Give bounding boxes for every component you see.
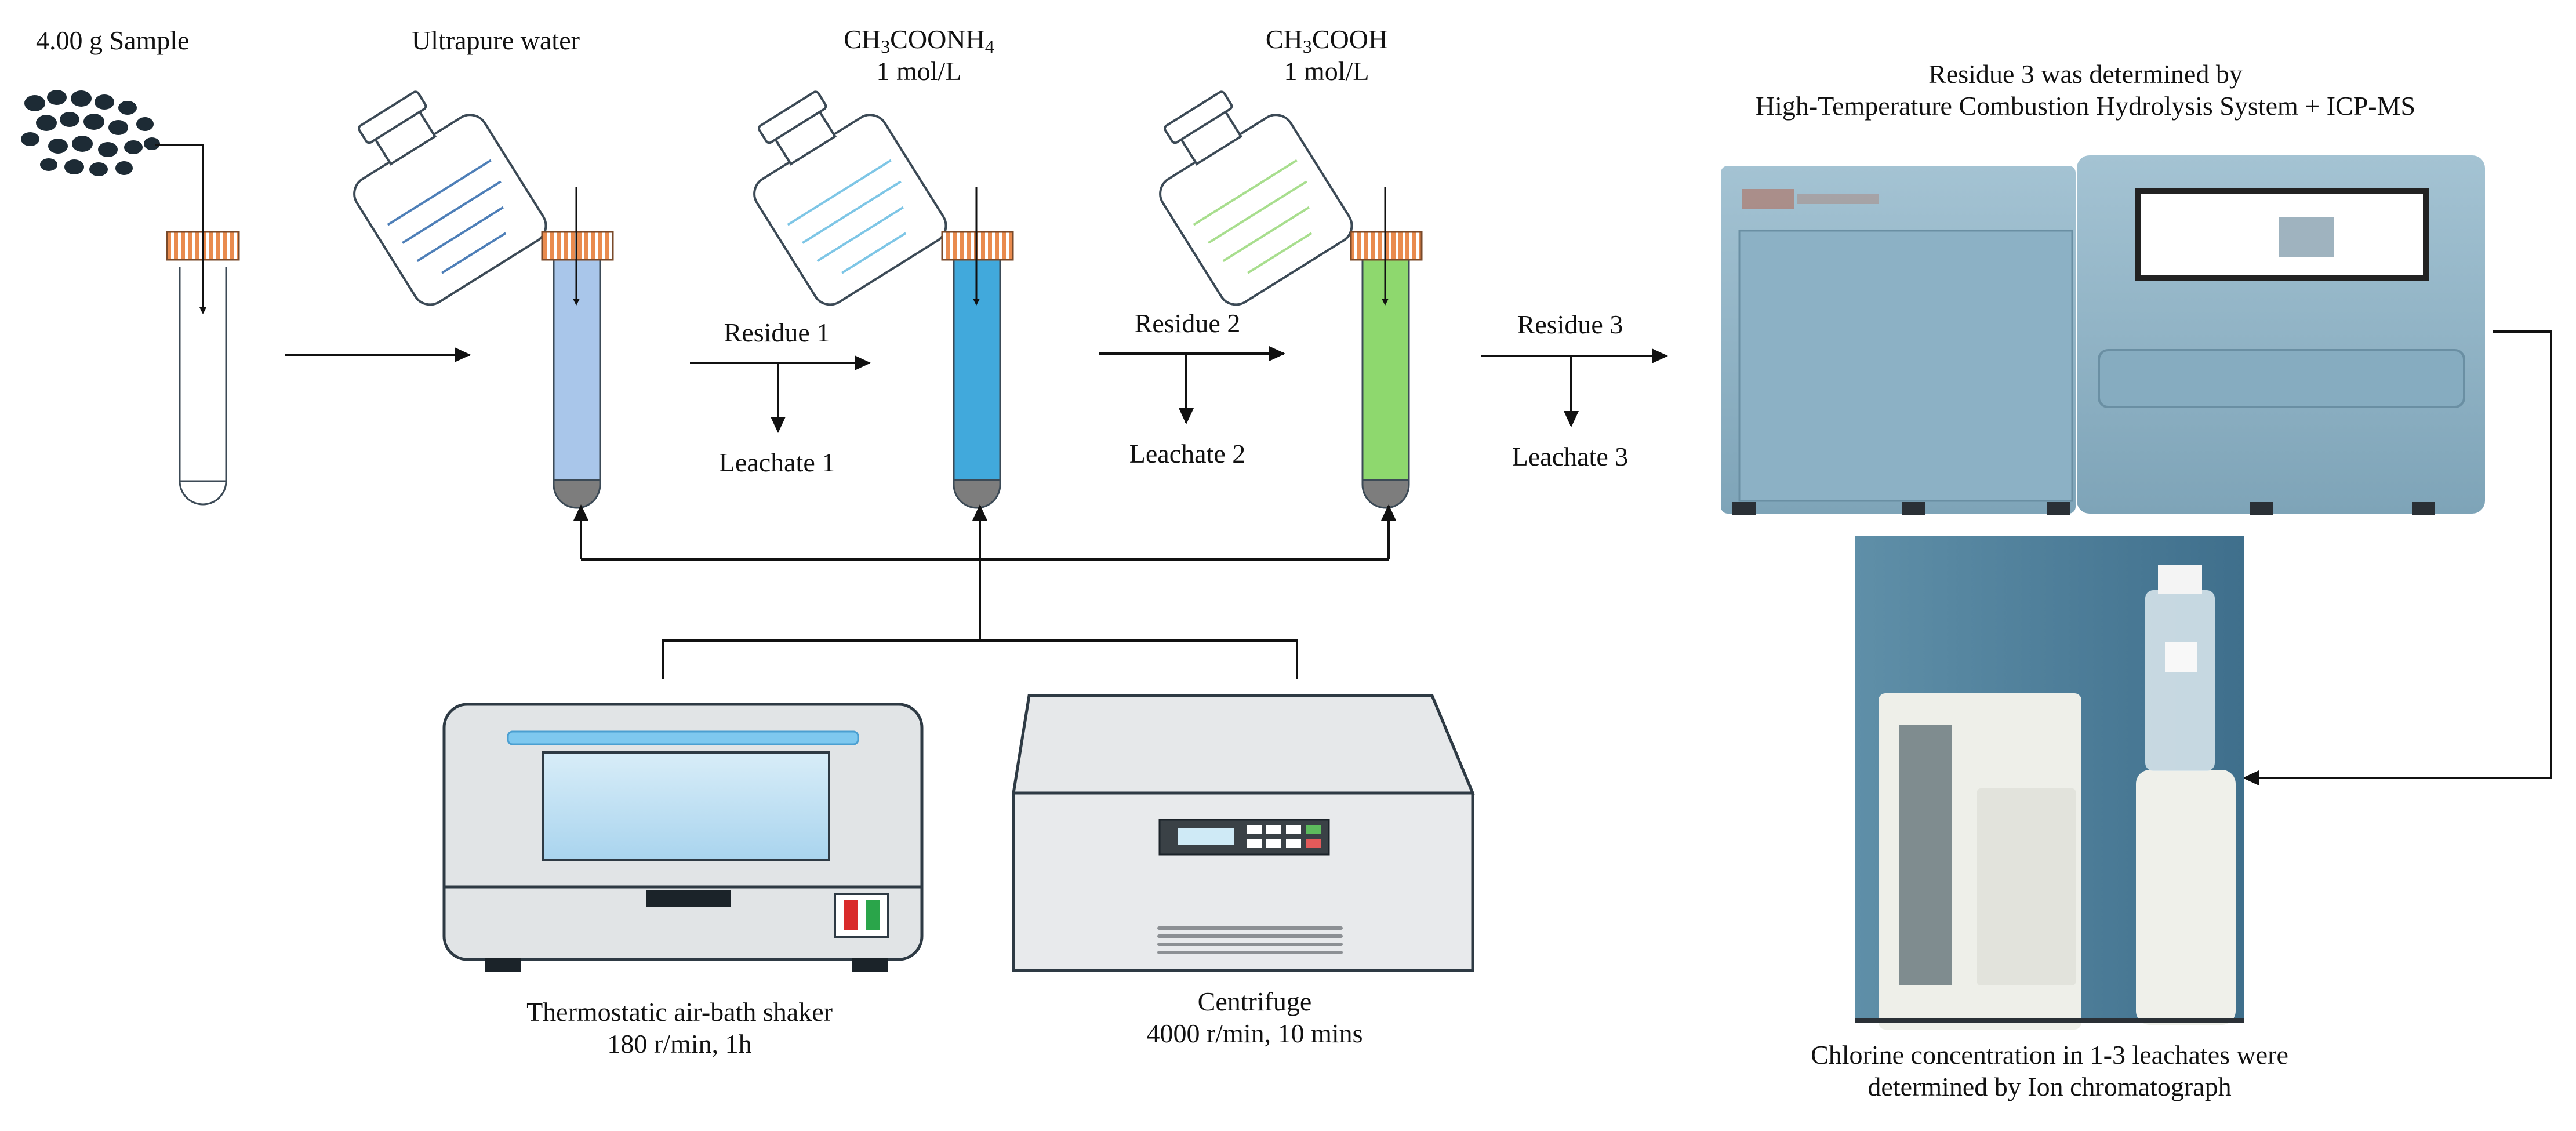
- bottle-ammonium-icon: [753, 90, 947, 306]
- combustion-icpms-instrument-icon: [1721, 155, 2485, 515]
- label-residue-3: Residue 3: [1517, 310, 1623, 339]
- sample-pellets-icon: [21, 90, 160, 176]
- tube-cap: [541, 231, 614, 261]
- tube-water: [541, 231, 614, 509]
- tube-cap: [941, 231, 1014, 261]
- vent-grille: [1157, 926, 1343, 954]
- connector-arrow: [2243, 330, 2552, 785]
- bottle-acetic-icon: [1159, 90, 1353, 306]
- label-residue-1: Residue 1: [724, 318, 830, 347]
- label-leachate-3: Leachate 3: [1512, 442, 1629, 471]
- label-sample: 4.00 g Sample: [36, 26, 190, 55]
- label-centrifuge: Centrifuge 4000 r/min, 10 mins: [1146, 987, 1363, 1049]
- label-ultrapure-water: Ultrapure water: [412, 26, 580, 55]
- label-residue-2: Residue 2: [1134, 308, 1241, 338]
- label-acetic-acid: CH3COOH 1 mol/L: [1265, 24, 1388, 86]
- label-leachate-2: Leachate 2: [1129, 439, 1246, 468]
- process-connector: [573, 504, 1396, 679]
- label-shaker: Thermostatic air-bath shaker 180 r/min, …: [526, 997, 833, 1059]
- label-ammonium-acetate: CH3COONH4 1 mol/L: [844, 24, 994, 86]
- label-combustion-system: Residue 3 was determined by High-Tempera…: [1755, 59, 2416, 121]
- tube-cap: [1350, 231, 1423, 261]
- tube-ammonium: [941, 231, 1014, 509]
- label-ion-chromatograph: Chlorine concentration in 1-3 leachates …: [1811, 1040, 2288, 1102]
- centrifuge-icon: [1012, 694, 1475, 972]
- ion-chromatograph-photo: [1855, 536, 2244, 1030]
- tube-acetic: [1350, 231, 1423, 509]
- label-leachate-1: Leachate 1: [718, 448, 835, 477]
- shaker-icon: [442, 703, 924, 972]
- bottle-water-icon: [353, 90, 547, 306]
